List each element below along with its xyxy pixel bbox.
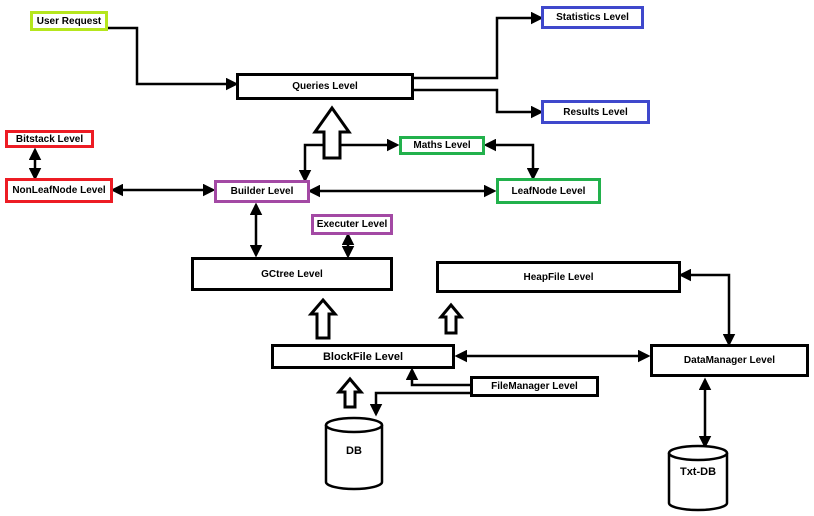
- db-label: DB: [346, 445, 362, 457]
- node-blockfile-level: BlockFile Level: [271, 344, 455, 369]
- node-bitstack-level: Bitstack Level: [5, 130, 94, 148]
- node-label: Maths Level: [413, 140, 471, 151]
- node-label: BlockFile Level: [322, 350, 404, 363]
- hollow-arrow-blockfile-to-heapfile: [437, 302, 465, 335]
- node-datamanager-level: DataManager Level: [650, 344, 809, 377]
- node-label: Statistics Level: [556, 12, 629, 23]
- node-user-request: User Request: [30, 11, 108, 31]
- node-label: Executer Level: [316, 219, 388, 230]
- edge-filemanager-to-blockfile: [405, 367, 470, 387]
- edge-heapfile-datamanager: [678, 268, 736, 347]
- node-statistics-level: Statistics Level: [541, 6, 644, 29]
- txt-db-cylinder-icon: [667, 444, 729, 512]
- edge-user-request-to-queries: [107, 26, 239, 91]
- edge-filemanager-to-db: [369, 391, 470, 417]
- node-label: Bitstack Level: [15, 133, 84, 145]
- node-label: GCtree Level: [261, 268, 323, 280]
- hollow-arrow-blockfile-to-gctree: [307, 297, 339, 340]
- node-label: FileManager Level: [491, 381, 578, 392]
- node-maths-level: Maths Level: [399, 136, 485, 155]
- db-cylinder-icon: [324, 416, 384, 491]
- hollow-arrow-builder-to-queries: [312, 105, 352, 160]
- node-nonleafnode-level: NonLeafNode Level: [5, 178, 113, 203]
- edge-builder-maths: [298, 138, 400, 183]
- node-label: HeapFile Level: [523, 271, 594, 283]
- edge-queries-to-statistics: [414, 11, 544, 80]
- node-gctree-level: GCtree Level: [191, 257, 393, 291]
- node-executer-level: Executer Level: [311, 214, 393, 235]
- node-filemanager-level: FileManager Level: [470, 376, 599, 397]
- node-queries-level: Queries Level: [236, 73, 414, 100]
- hollow-arrow-db-to-blockfile: [335, 376, 365, 409]
- txt-db-label: Txt-DB: [679, 466, 717, 478]
- node-leafnode-level: LeafNode Level: [496, 178, 601, 204]
- edge-queries-to-results: [414, 88, 544, 119]
- node-label: Builder Level: [230, 186, 294, 197]
- node-label: DataManager Level: [683, 355, 776, 366]
- node-results-level: Results Level: [541, 100, 650, 124]
- node-builder-level: Builder Level: [214, 180, 310, 203]
- node-label: LeafNode Level: [511, 185, 586, 197]
- node-label: Results Level: [563, 106, 628, 118]
- node-label: User Request: [36, 15, 102, 27]
- node-label: Queries Level: [292, 81, 358, 92]
- edge-maths-leafnode: [483, 138, 540, 181]
- node-heapfile-level: HeapFile Level: [436, 261, 681, 293]
- node-label: NonLeafNode Level: [12, 185, 106, 196]
